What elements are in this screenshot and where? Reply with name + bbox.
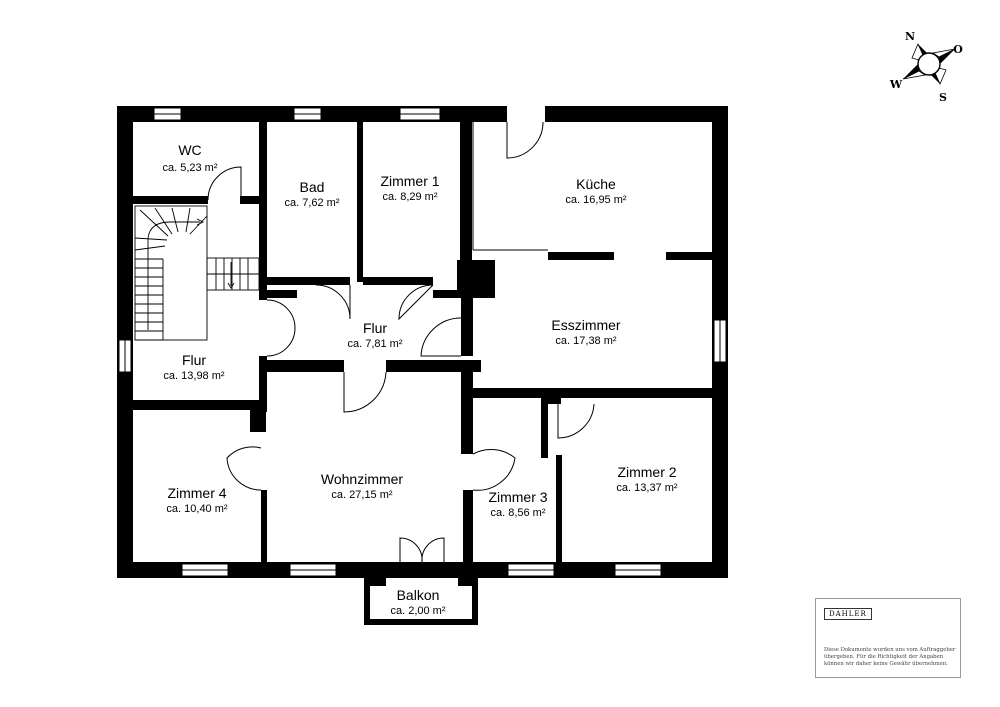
room-area: ca. 27,15 m² [331,489,392,501]
room-label-zimmer4: Zimmer 4 ca. 10,40 m² [166,485,227,515]
room-name: Wohnzimmer [321,471,404,487]
room-label-kueche: Küche ca. 16,95 m² [565,176,626,206]
wall [541,398,548,458]
wall [461,296,473,356]
wall [259,360,344,372]
wall [541,398,561,404]
room-area: ca. 2,00 m² [390,605,445,617]
compass-east: O [953,43,963,56]
room-name: Zimmer 1 [380,173,439,189]
exterior-wall-top-right [545,106,728,122]
window [289,563,337,577]
door-zimmer3-double [472,448,516,491]
window [614,563,662,577]
company-logo: DAHLER [824,608,872,620]
compass-west: W [889,78,903,91]
room-label-flur-mitte: Flur ca. 7,81 m² [347,320,402,350]
wall [363,277,433,285]
door-esszimmer [420,317,462,357]
room-area: ca. 13,98 m² [163,370,224,382]
wall [666,252,714,260]
wall [460,117,472,277]
room-label-zimmer2: Zimmer 2 ca. 13,37 m² [616,464,677,494]
room-label-zimmer1: Zimmer 1 ca. 8,29 m² [380,173,439,203]
balkon-wall [458,576,474,586]
wall [461,372,473,454]
wall [250,400,266,432]
wall [473,388,714,398]
wall [240,196,266,204]
door-zimmer1 [398,284,434,321]
wall [386,360,481,372]
compass-south: S [939,91,947,104]
wall [259,356,267,412]
room-area: ca. 8,56 m² [490,507,545,519]
balkon-wall-left [364,578,370,624]
windows [118,107,727,577]
balkon-wall-bottom [364,619,478,625]
staircase [134,205,260,341]
door-zimmer2 [557,403,595,439]
compass-rose-icon: N O S W [889,30,963,104]
room-label-esszimmer: Esszimmer ca. 17,38 m² [551,317,621,347]
wall [259,290,297,298]
balkon-wall-right [472,578,478,624]
info-box: DAHLER Diese Dokumente wurden uns vom Au… [815,598,961,678]
room-label-wc: WC ca. 5,23 m² [162,142,217,174]
wall [267,277,350,285]
room-area: ca. 8,29 m² [382,191,437,203]
room-name: Esszimmer [551,317,621,333]
wall [259,117,267,300]
room-name: Bad [300,179,325,195]
door-kueche-entry [506,121,544,159]
door-zimmer4-double [226,446,262,491]
room-label-bad: Bad ca. 7,62 m² [284,179,339,209]
room-label-flur-links: Flur ca. 13,98 m² [163,352,224,382]
wall [556,455,562,565]
room-name: Küche [576,176,616,192]
wall [548,252,614,260]
wall [133,196,208,204]
exterior-wall-bottom [117,562,728,578]
room-area: ca. 7,62 m² [284,197,339,209]
room-name: Flur [182,352,206,368]
room-name: Zimmer 3 [488,489,547,505]
wall [433,290,473,298]
room-name: Balkon [397,587,440,603]
disclaimer-text: Diese Dokumente wurden uns vom Auftragge… [824,647,956,668]
wall [357,117,363,282]
door-wohnzimmer [343,371,387,413]
window [181,563,229,577]
room-area: ca. 5,23 m² [162,162,217,174]
window [399,107,441,121]
room-name: Zimmer 2 [617,464,676,480]
door-bad [315,284,351,320]
window [507,563,555,577]
room-area: ca. 16,95 m² [565,194,626,206]
window [153,107,182,121]
room-label-zimmer3: Zimmer 3 ca. 8,56 m² [488,489,547,519]
room-label-wohnzimmer: Wohnzimmer ca. 27,15 m² [321,471,404,501]
wall [133,400,262,410]
room-name: Zimmer 4 [167,485,226,501]
window [713,319,727,363]
room-area: ca. 7,81 m² [347,338,402,350]
door-wc [207,166,242,201]
window [293,107,322,121]
room-label-balkon: Balkon ca. 2,00 m² [390,587,445,617]
room-name: Flur [363,320,387,336]
room-area: ca. 10,40 m² [166,503,227,515]
doors [207,121,595,563]
door-flur-double [266,299,296,357]
compass-north: N [905,30,915,43]
window [118,339,132,373]
room-area: ca. 13,37 m² [616,482,677,494]
balkon-wall [370,576,386,586]
door-balkon-double [399,537,445,563]
wall [261,490,267,565]
wall [463,490,473,565]
room-name: WC [178,142,201,158]
room-area: ca. 17,38 m² [555,335,616,347]
